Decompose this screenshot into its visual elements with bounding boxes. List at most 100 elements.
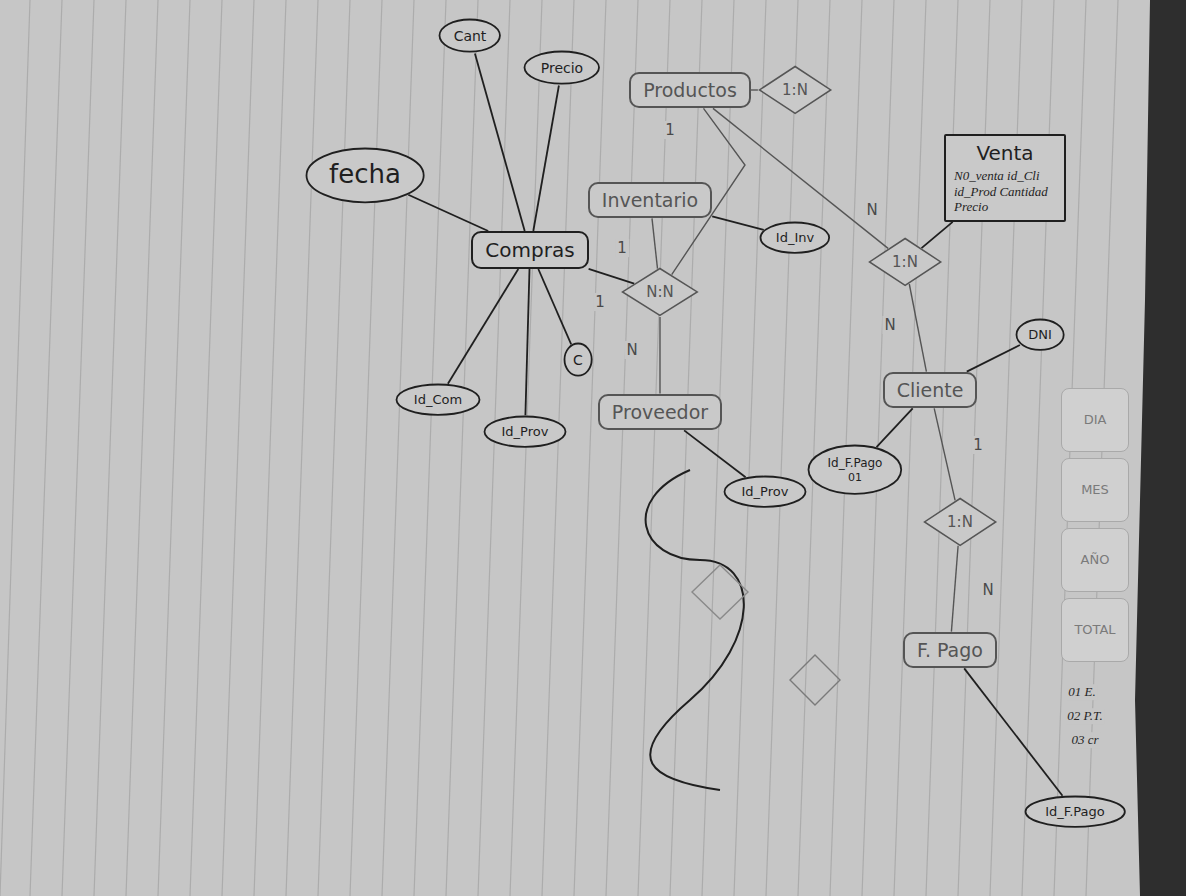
node-title: Id_Prov [502,424,549,440]
diamond-shape [924,499,995,546]
attribute-ellipse: fecha [305,147,425,204]
page-edge [1135,0,1186,896]
node-title: C [573,352,583,369]
node-title: Cliente [897,379,964,402]
ellipse-shape [1016,320,1063,350]
ellipse-shape [396,385,479,415]
attribute-ellipse: Id_Prov [483,415,567,448]
node-title: Precio [541,60,583,77]
attribute-ellipse: Id_Inv [759,221,831,254]
table-cell: AÑO [1061,528,1129,592]
connector-line [448,269,518,384]
cardinality: N [624,341,639,359]
node-title: fecha [329,159,401,190]
attribute-ellipse: Id_F.Pago01 [807,444,903,495]
attribute-ellipse: Id_Com [395,383,481,416]
attribute-ellipse: C [563,342,593,377]
node-title: DNI [1028,327,1052,343]
relation-diamond: 1:N [923,497,997,547]
entity-box: F. Pago [903,632,997,669]
node-title: Cant [454,28,487,45]
connector-line [538,269,571,344]
connector-line [525,269,529,415]
ellipse-shape [440,20,500,52]
relation-diamond: 1:N [758,65,832,115]
cardinality: N [864,201,879,219]
ellipse-shape [525,52,600,84]
entity-box: VentaN0_venta id_Cli id_Prod Cantidad Pr… [944,134,1066,222]
node-title: Productos [643,79,737,102]
attribute-ellipse: DNI [1015,318,1065,351]
table-cell: DIA [1061,388,1129,452]
relation-diamond: N:N [621,267,699,317]
ellipse-shape [1025,797,1124,827]
attribute-ellipse: Cant [438,18,501,53]
entity-box: Cliente [883,372,978,409]
entity-box: Inventario [588,182,712,219]
connector-line [922,222,953,248]
attribute-ellipse: Id_Prov [723,475,807,508]
node-title: Inventario [602,189,698,212]
diamond-shape [623,269,698,316]
connector-line [589,269,635,284]
node-title: Id_Com [414,392,462,408]
cardinality: 1 [593,293,607,311]
connector-line [712,216,764,230]
ellipse-shape [809,446,902,494]
node-title: Id_Prov [742,484,789,500]
attribute-ellipse: Id_F.Pago [1024,795,1126,828]
scribble [646,470,744,790]
connector-line [659,317,660,394]
option-note: 02 P.T. [1065,708,1104,724]
attribute-ellipse: Precio [523,50,601,85]
connector-line [408,195,488,231]
ellipse-shape [761,223,830,253]
node-title: N:N [646,283,674,301]
node-title: Venta [976,141,1033,165]
node-title: Proveedor [612,401,708,424]
ellipse-shape [484,417,565,447]
cardinality: N [980,581,995,599]
connector-line [951,546,958,632]
cardinality: 1 [615,239,629,257]
ellipse-shape [564,344,591,376]
entity-box: Proveedor [598,394,722,431]
connector-line [475,53,525,231]
connector-line [877,408,913,447]
option-note: 01 E. [1066,684,1097,700]
connector-line [684,430,746,477]
ellipse-shape [724,477,805,507]
node-title: Id_F.Pago [1045,804,1105,820]
connector-line [934,408,955,500]
node-title: F. Pago [917,639,983,662]
node-body: 01 [848,471,862,484]
connector-line [751,89,758,90]
table-cell: MES [1061,458,1129,522]
table-cell: TOTAL [1061,598,1129,662]
entity-box: Productos [629,72,751,109]
option-note: 03 cr [1069,732,1100,748]
cardinality: 1 [663,121,677,139]
ruling-lines [0,0,1118,896]
diamond-shape [869,239,940,286]
node-title: Compras [485,238,574,262]
node-title: 1:N [892,253,918,271]
erased-diamond [692,565,748,619]
cardinality: N [882,316,897,334]
connector-line [909,284,926,372]
diamond-shape [759,67,830,114]
small-diamond [790,655,840,705]
node-title: Id_Inv [776,230,814,246]
cardinality: 1 [971,436,985,454]
connector-line [652,218,658,268]
ellipse-shape [306,148,423,202]
node-title: 1:N [782,81,808,99]
connector-line [533,86,559,232]
node-body: N0_venta id_Cli id_Prod Cantidad Precio [954,168,1056,215]
node-title: Id_F.Pago [828,456,883,470]
relation-diamond: 1:N [868,237,942,287]
connector-line [967,345,1020,372]
connector-line [964,668,1062,795]
entity-box: Compras [471,231,588,269]
